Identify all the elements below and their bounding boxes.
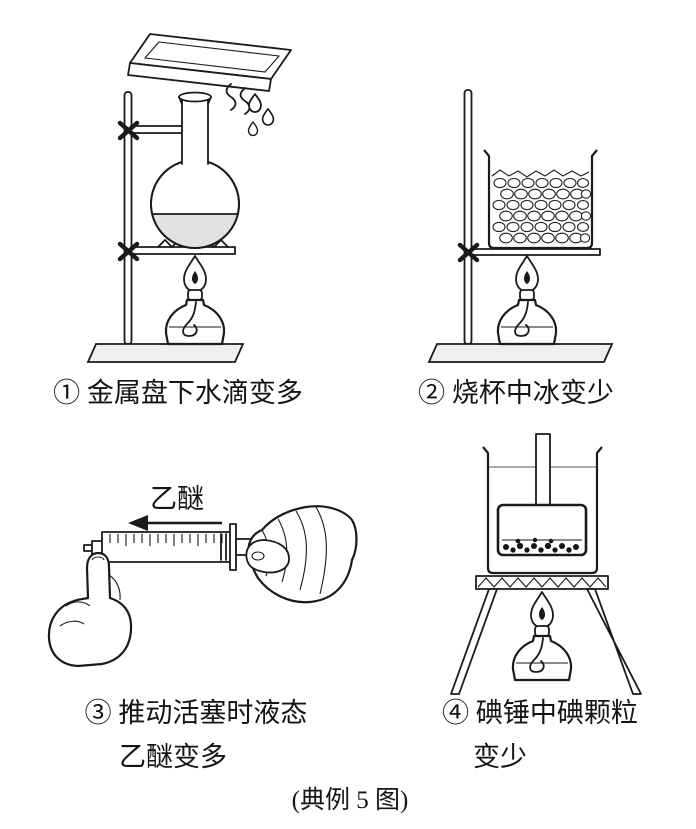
hammer-handle-tube (535, 433, 551, 509)
right-hand (245, 505, 358, 604)
ice-beaker (483, 149, 598, 250)
lamp-body (496, 298, 558, 346)
lamp-wick-collar (534, 625, 550, 637)
support-ring (470, 248, 601, 256)
hammer-chamber (496, 503, 588, 557)
alcohol-lamp (164, 289, 226, 346)
lamp-wick-collar (187, 289, 203, 301)
lamp-body (511, 634, 573, 682)
steam-marks (225, 83, 251, 115)
finger-nail (91, 556, 105, 561)
tripod-leg-right (586, 588, 642, 695)
ice-surface (491, 169, 590, 178)
panel2-ice-beaker-apparatus: ② 烧杯中冰变少 (418, 89, 614, 408)
beaker (483, 149, 598, 250)
round-flask (150, 91, 240, 249)
thumb-nail (251, 551, 265, 561)
burner-flame (183, 255, 207, 293)
panel3-caption-line2: 乙醚变多 (119, 742, 227, 772)
burner-flame (530, 591, 554, 629)
lamp-body (164, 298, 226, 346)
stand-base (427, 343, 614, 363)
panel3-caption-line1: ③ 推动活塞时液态 (85, 698, 308, 728)
flask-mouth (178, 91, 212, 103)
panel4-iodine-hammer-apparatus: ④ 碘锤中碘颗粒 变少 (442, 433, 642, 772)
lamp-wick (514, 301, 530, 337)
lamp-wick (529, 637, 545, 673)
flask-liquid (152, 214, 238, 248)
panel3-syringe-apparatus: 乙醚 (47, 484, 358, 772)
push-direction-arrow (128, 515, 222, 531)
graduation-marks (109, 534, 223, 546)
tripod-leg-left (450, 588, 498, 695)
ether-label: 乙醚 (150, 484, 204, 514)
panel1-caption: ① 金属盘下水滴变多 (53, 378, 303, 408)
alcohol-lamp (496, 289, 558, 346)
lamp-wick (182, 301, 198, 337)
ring-stand (427, 89, 614, 363)
metal-tray (127, 33, 292, 92)
alcohol-lamp (511, 625, 573, 682)
stand-base (86, 343, 245, 363)
panel1-flask-heating-apparatus: ① 金属盘下水滴变多 (53, 33, 303, 408)
water-droplets (247, 93, 275, 137)
platform-gauze (477, 577, 607, 588)
tripod-stand (450, 575, 642, 695)
panel2-caption: ② 烧杯中冰变少 (418, 378, 614, 408)
left-hand (47, 551, 133, 668)
syringe (83, 523, 272, 571)
ice-cubes (492, 177, 592, 244)
burner-flame (515, 255, 539, 293)
panel4-caption-line2: 变少 (473, 742, 527, 772)
panel4-caption-line1: ④ 碘锤中碘颗粒 (442, 698, 638, 728)
flask-neck (182, 97, 208, 163)
iodine-granules (503, 537, 579, 553)
figure-caption: (典例 5 图) (292, 786, 409, 814)
iodine-hammer-assembly (482, 433, 603, 575)
thumb (245, 539, 290, 574)
lamp-wick-collar (519, 289, 535, 301)
